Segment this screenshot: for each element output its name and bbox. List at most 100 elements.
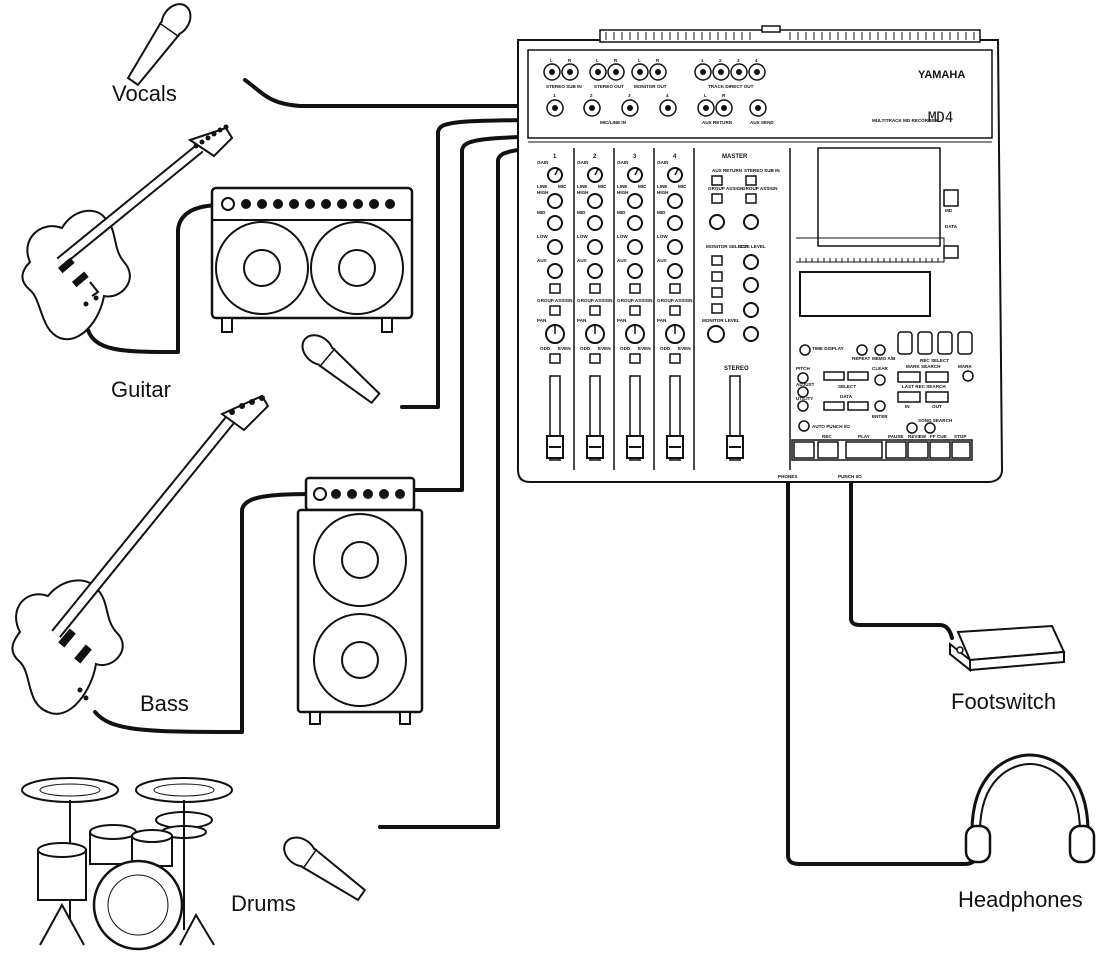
rec-select-label: REC SELECT — [920, 358, 949, 363]
low-label: LOW — [537, 234, 548, 239]
pan-odd-label: ODD — [540, 346, 551, 351]
pan-odd-label: ODD — [580, 346, 591, 351]
headphones — [966, 755, 1094, 862]
input-number: 2 — [590, 93, 593, 98]
electric-guitar — [22, 125, 232, 340]
pan-even-label: EVEN — [558, 346, 571, 351]
line-label: LINE — [577, 184, 587, 189]
headphones-label: Headphones — [958, 887, 1083, 912]
bass-guitar — [12, 395, 268, 714]
memo-ab-label: MEMO A/B — [872, 356, 896, 361]
pitch-label: PITCH — [796, 366, 810, 371]
pause-label: PAUSE — [888, 434, 904, 439]
time-display-label: TIME DISPLAY — [812, 346, 844, 351]
guitar-amplifier — [212, 188, 412, 332]
aux-label: AUX — [657, 258, 668, 263]
mid-label: MID — [657, 210, 666, 215]
pan-odd-label: ODD — [620, 346, 631, 351]
pan-label: PAN — [577, 318, 587, 323]
line-label: LINE — [537, 184, 547, 189]
pan-even-label: EVEN — [598, 346, 611, 351]
mic-label: MIC — [638, 184, 647, 189]
input-number: 2 — [719, 58, 722, 63]
aux-label: AUX — [577, 258, 588, 263]
out-label: OUT — [932, 404, 942, 409]
pan-even-label: EVEN — [638, 346, 651, 351]
mid-label: MID — [537, 210, 546, 215]
punch-io-jack-label: PUNCH I/O — [838, 474, 862, 479]
aux-send-jack-label: AUX SEND — [750, 120, 774, 125]
mic-label: MIC — [598, 184, 607, 189]
input-number: 4 — [755, 58, 758, 63]
vocals-mic-cable — [245, 80, 557, 106]
track-direct-out-jack-label: TRACK DIRECT OUT — [708, 84, 754, 89]
pan-label: PAN — [657, 318, 667, 323]
group-assign-label: GROUP ASSIGN — [657, 298, 693, 303]
mic-label: MIC — [678, 184, 687, 189]
model-logo: MD4 — [928, 110, 953, 126]
enter-label: ENTER — [872, 414, 888, 419]
adjust-label: ADJUST — [796, 382, 815, 387]
monitor-level-label: MONITOR LEVEL — [702, 318, 740, 323]
gain-label: GAIN — [617, 160, 629, 165]
master-title: MASTER — [722, 154, 748, 160]
input-number: 1 — [553, 93, 556, 98]
high-label: HIGH — [577, 190, 589, 195]
last-rec-search-label: LAST REC SEARCH — [902, 384, 946, 389]
guitar-microphone — [297, 329, 384, 408]
vocals-label: Vocals — [112, 81, 177, 106]
group-assign-label: GROUP ASSIGN — [577, 298, 613, 303]
stereo-fader-label: STEREO — [724, 366, 749, 372]
data-label: DATA — [840, 394, 853, 399]
high-label: HIGH — [617, 190, 629, 195]
drums-label: Drums — [231, 891, 296, 916]
high-label: HIGH — [657, 190, 669, 195]
pan-label: PAN — [617, 318, 627, 323]
input-number: 3 — [737, 58, 740, 63]
low-label: LOW — [657, 234, 668, 239]
clear-label: CLEAR — [872, 366, 889, 371]
song-search-label: SONG SEARCH — [918, 418, 953, 423]
bass-amplifier — [298, 478, 422, 724]
drum-kit — [22, 778, 232, 949]
aux-label: AUX — [617, 258, 628, 263]
guitar-label: Guitar — [111, 377, 171, 402]
lr-label: L — [638, 58, 641, 63]
select-label: SELECT — [838, 384, 856, 389]
repeat-label: REPEAT — [852, 356, 870, 361]
group-assign-label: GROUP ASSIGN — [537, 298, 573, 303]
review-label: REVIEW — [908, 434, 927, 439]
input-number: 1 — [701, 58, 704, 63]
aux-return-label: AUX RETURN — [712, 168, 743, 173]
stop-label: STOP — [954, 434, 966, 439]
lr-label: L — [704, 93, 707, 98]
stereo-out-jack-label: STEREO OUT — [594, 84, 624, 89]
bass-cable — [95, 494, 310, 732]
mic-label: MIC — [558, 184, 567, 189]
footswitch-cable — [851, 478, 952, 638]
lr-label: L — [550, 58, 553, 63]
gain-label: GAIN — [577, 160, 589, 165]
stereo-sub-in-label: STEREO SUB IN — [744, 168, 780, 173]
mark-label: MARK — [958, 364, 972, 369]
group-assign-label: GROUP ASSIGN — [617, 298, 653, 303]
md-logo: MD — [945, 208, 953, 213]
cue-level-label: CUE LEVEL — [740, 244, 766, 249]
md4-recorder: L R L R L R 1 2 3 4 STEREO SUB IN STEREO… — [518, 26, 1002, 482]
aux-label: AUX — [537, 258, 548, 263]
group-assign-label: GROUP ASSIGN — [742, 186, 778, 191]
headphones-cable — [788, 478, 980, 864]
auto-punch-label: AUTO PUNCH I/O — [812, 424, 850, 429]
group-assign-label: GROUP ASSIGN — [708, 186, 744, 191]
gain-label: GAIN — [657, 160, 669, 165]
mark-search-label: MARK SEARCH — [906, 364, 941, 369]
in-label: IN — [905, 404, 910, 409]
line-label: LINE — [617, 184, 627, 189]
low-label: LOW — [577, 234, 588, 239]
utility-label: UTILITY — [796, 396, 813, 401]
monitor-out-jack-label: MONITOR OUT — [634, 84, 667, 89]
mic-line-in-label: MIC/LINE IN — [600, 120, 627, 125]
vocals-microphone — [122, 0, 196, 89]
lr-label: L — [596, 58, 599, 63]
